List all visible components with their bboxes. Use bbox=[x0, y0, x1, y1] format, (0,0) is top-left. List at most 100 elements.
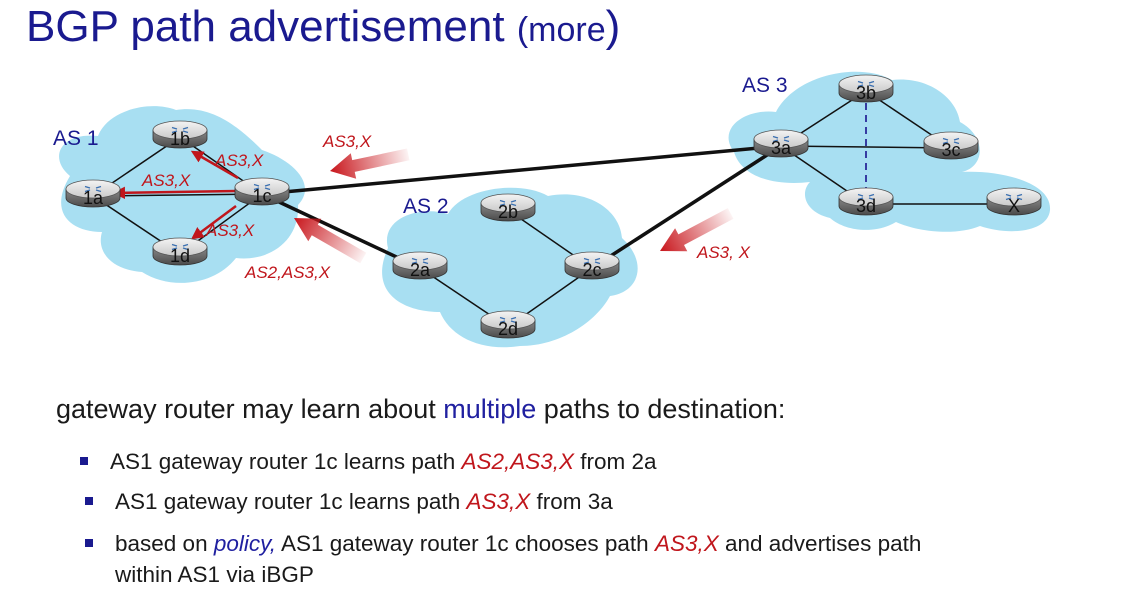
router-top bbox=[152, 237, 208, 257]
router-top bbox=[392, 251, 448, 271]
advert-label-1c-to-1b: AS3,X bbox=[214, 151, 264, 170]
router-label: 3d bbox=[856, 196, 876, 216]
bullet-3-policy: policy, bbox=[213, 531, 276, 556]
router-label: 3a bbox=[771, 138, 792, 158]
link-2c-3a-ebgp bbox=[591, 144, 782, 270]
advert-label-3a-to-2c: AS3, X bbox=[696, 243, 751, 262]
router-icon bbox=[499, 199, 517, 207]
as2-cloud bbox=[382, 187, 638, 348]
ibgp-adverts bbox=[112, 150, 239, 240]
router-label: X bbox=[1008, 196, 1020, 216]
big-advert-arrows bbox=[294, 148, 734, 264]
bullet-square-icon bbox=[85, 497, 93, 505]
router-top bbox=[480, 193, 536, 213]
bullet-square-icon bbox=[80, 457, 88, 465]
advert-labels: AS3,X AS2,AS3,X AS3, X AS3,X AS3,X AS3,X bbox=[141, 132, 751, 282]
router-2c[interactable]: 2c bbox=[564, 251, 620, 280]
bullet-2: AS1 gateway router 1c learns path AS3,X … bbox=[85, 486, 613, 517]
bullet-1-after: from 2a bbox=[574, 449, 657, 474]
link-1c-3a-ebgp bbox=[261, 144, 782, 196]
title-sub: (more bbox=[516, 11, 606, 49]
router-3b[interactable]: 3b bbox=[838, 74, 894, 103]
router-3a[interactable]: 3a bbox=[753, 129, 809, 158]
bullet-square-icon bbox=[85, 539, 93, 547]
bullet-2-before: AS1 gateway router 1c learns path bbox=[115, 489, 467, 514]
bullet-1-path: AS2,AS3,X bbox=[461, 449, 575, 474]
router-icon bbox=[857, 80, 875, 88]
big-arrow-from-2a bbox=[294, 218, 367, 264]
bullet-3-line2: within AS1 via iBGP bbox=[115, 562, 314, 587]
router-label: 2a bbox=[410, 260, 431, 280]
bullet-2-after: from 3a bbox=[530, 489, 613, 514]
as3-label: AS 3 bbox=[742, 74, 788, 97]
as3-cloud bbox=[728, 71, 1051, 232]
router-icon bbox=[411, 257, 429, 265]
bullet-3: based on policy, AS1 gateway router 1c c… bbox=[85, 528, 922, 590]
router-icon bbox=[171, 243, 189, 251]
router-label: 2c bbox=[582, 260, 601, 280]
router-label: 3b bbox=[856, 83, 876, 103]
router-icon bbox=[84, 185, 102, 193]
router-icon bbox=[253, 183, 271, 191]
router-top bbox=[480, 310, 536, 330]
network-diagram: 1a 1b 1c 1d 2a 2b 2c 2d 3a 3b 3c 3d X AS 1 AS 2 AS 3… bbox=[53, 71, 1051, 348]
router-3c[interactable]: 3c bbox=[923, 131, 979, 160]
router-top bbox=[234, 177, 290, 197]
router-label: 3c bbox=[941, 140, 960, 160]
advert-arrow-1c-1b bbox=[190, 150, 239, 180]
router-icon bbox=[1005, 193, 1023, 201]
router-label: 1c bbox=[252, 186, 271, 206]
bullet-3-path: AS3,X bbox=[654, 531, 719, 556]
advert-label-3a-to-1c: AS3,X bbox=[322, 132, 372, 151]
router-label: 1a bbox=[83, 188, 104, 208]
bullet-3-after: and advertises path bbox=[718, 531, 922, 556]
router-3d[interactable]: 3d bbox=[838, 187, 894, 216]
link-1c-2a-ebgp bbox=[261, 192, 421, 270]
as-labels: AS 1 AS 2 AS 3 bbox=[53, 74, 788, 218]
advert-arrow-1c-1d bbox=[190, 204, 237, 240]
advert-label-1c-to-1a: AS3,X bbox=[141, 171, 191, 190]
advert-label-1c-to-1d: AS3,X bbox=[205, 221, 255, 240]
router-top bbox=[564, 251, 620, 271]
as2-label: AS 2 bbox=[403, 195, 449, 218]
bullet-1-before: AS1 gateway router 1c learns path bbox=[110, 449, 462, 474]
router-1a[interactable]: 1a bbox=[65, 179, 121, 208]
lead-sentence: gateway router may learn about multiple … bbox=[56, 394, 785, 425]
lead-after: paths to destination: bbox=[536, 394, 786, 424]
router-1c[interactable]: 1c bbox=[234, 177, 290, 206]
router-2b[interactable]: 2b bbox=[480, 193, 536, 222]
router-icon bbox=[583, 257, 601, 265]
router-top bbox=[753, 129, 809, 149]
router-icon bbox=[942, 137, 960, 145]
router-1b[interactable]: 1b bbox=[152, 120, 208, 149]
routers: 1a 1b 1c 1d 2a 2b 2c 2d 3a 3b 3c 3d X bbox=[65, 74, 1042, 339]
big-arrow-from-3a bbox=[330, 148, 410, 179]
router-top bbox=[923, 131, 979, 151]
advert-label-2a-to-1c: AS2,AS3,X bbox=[244, 263, 331, 282]
router-label: 2d bbox=[498, 319, 518, 339]
lead-before: gateway router may learn about bbox=[56, 394, 444, 424]
lead-highlight: multiple bbox=[443, 394, 537, 424]
router-1d[interactable]: 1d bbox=[152, 237, 208, 266]
router-top bbox=[838, 74, 894, 94]
router-x[interactable]: X bbox=[986, 187, 1042, 216]
bullet-3-mid: AS1 gateway router 1c chooses path bbox=[275, 531, 655, 556]
title-main: BGP path advertisement bbox=[26, 2, 505, 51]
router-icon bbox=[857, 193, 875, 201]
router-top bbox=[152, 120, 208, 140]
router-label: 1b bbox=[170, 129, 190, 149]
slide-title: BGP path advertisement (more) bbox=[26, 2, 620, 52]
bullet-3-before: based on bbox=[115, 531, 214, 556]
title-close: ) bbox=[605, 2, 621, 51]
bullet-2-path: AS3,X bbox=[466, 489, 531, 514]
router-top bbox=[65, 179, 121, 199]
link-3a-3c bbox=[780, 145, 952, 149]
router-2a[interactable]: 2a bbox=[392, 251, 448, 280]
router-label: 1d bbox=[170, 246, 190, 266]
router-top bbox=[838, 187, 894, 207]
router-icon bbox=[171, 126, 189, 134]
router-2d[interactable]: 2d bbox=[480, 310, 536, 339]
router-label: 2b bbox=[498, 202, 518, 222]
big-arrow-to-2c bbox=[660, 208, 734, 252]
